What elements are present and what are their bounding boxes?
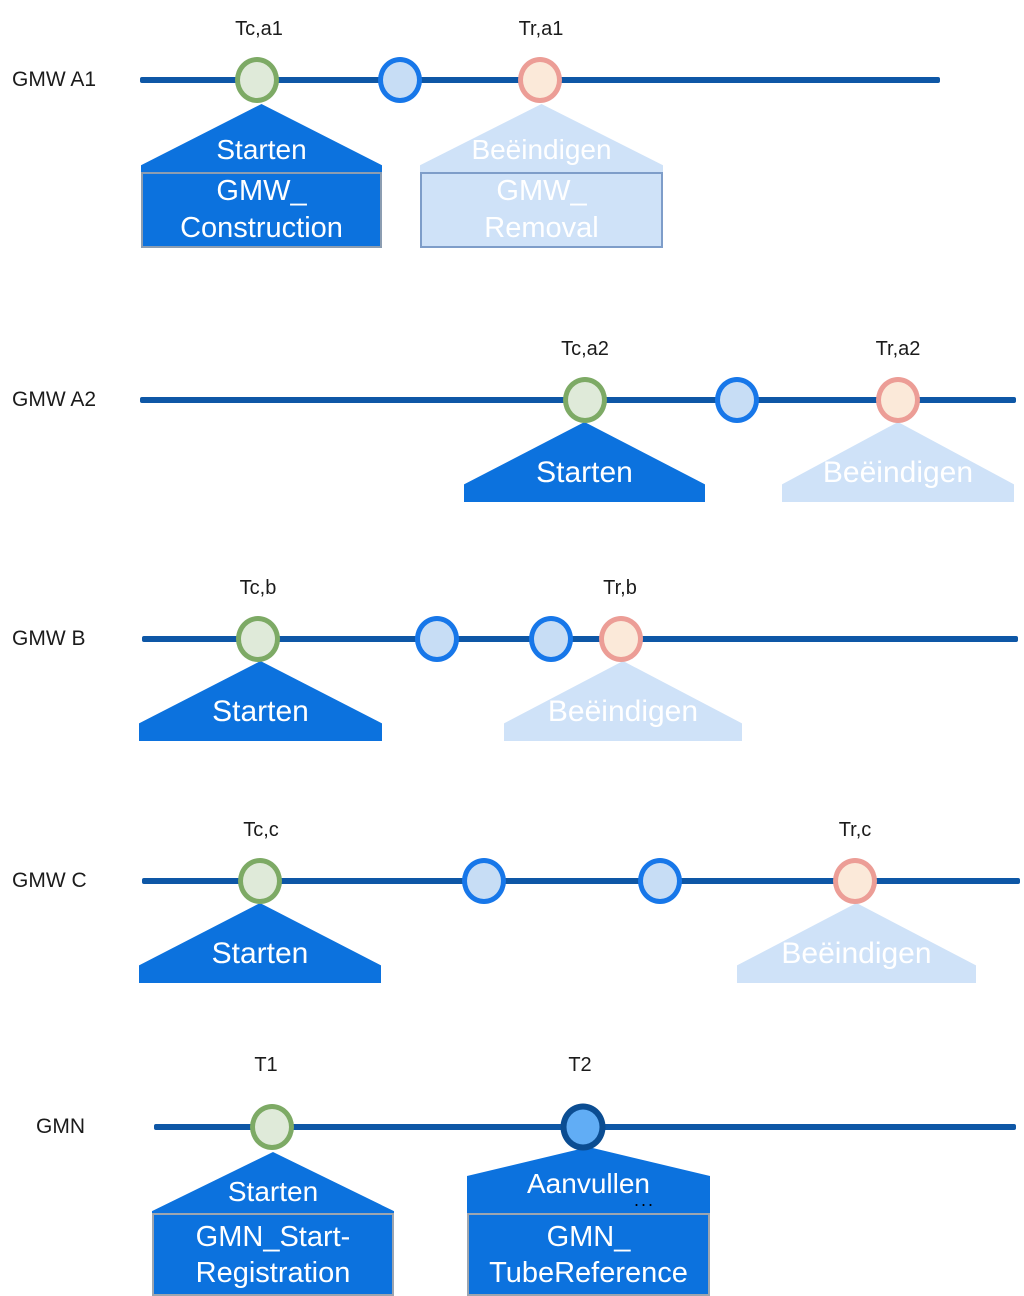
start-event-dot	[236, 616, 280, 662]
callout-box-line1: GMW_	[496, 175, 587, 207]
end-event-dot	[876, 377, 920, 423]
callout-box-line2: Registration	[195, 1256, 351, 1289]
time-label-tr-a2: Tr,a2	[875, 338, 921, 360]
callout-aanvullen-gmn: Aanvullen	[467, 1147, 710, 1213]
intermediate-event-dot	[378, 57, 422, 103]
end-event-dot	[599, 616, 643, 662]
callout-action-label: Beëindigen	[822, 456, 974, 489]
end-event-dot	[833, 858, 877, 904]
row-label-gmn: GMN	[36, 1115, 85, 1138]
callout-beeindigen-gmw-a2: Beëindigen	[782, 422, 1014, 502]
callout-starten-gmw-b: Starten	[139, 661, 382, 741]
time-label-tc-a2: Tc,a2	[561, 338, 609, 360]
intermediate-event-dot	[415, 616, 459, 662]
callout-action-label: Starten	[212, 695, 309, 728]
ellipsis-more-actions: ...	[634, 1190, 656, 1210]
callout-beeindigen-gmw-b: Beëindigen	[504, 661, 742, 741]
callout-box-line2: Removal	[484, 212, 599, 244]
end-event-dot	[518, 57, 562, 103]
time-label-t2: T2	[568, 1054, 592, 1076]
callout-beeindigen-gmw-a1: Beëindigen	[420, 104, 663, 172]
callout-box-gmn-start-registration: GMN_Start- Registration	[152, 1213, 394, 1296]
intermediate-event-dot	[638, 858, 682, 904]
callout-action-label: Beëindigen	[547, 695, 699, 728]
timeline-gmw-b	[142, 636, 1018, 642]
callout-action-label: Beëindigen	[781, 937, 932, 970]
time-label-tr-a1: Tr,a1	[518, 18, 564, 40]
callout-beeindigen-gmw-c: Beëindigen	[737, 903, 976, 983]
callout-box-gmw-removal: GMW_ Removal	[420, 172, 663, 248]
callout-box-gmn-tubereference: GMN_ TubeReference	[467, 1213, 710, 1296]
time-label-tc-a1: Tc,a1	[235, 18, 283, 40]
timeline-gmw-c	[142, 878, 1020, 884]
intermediate-event-dot	[529, 616, 573, 662]
callout-action-label: Starten	[536, 456, 633, 489]
callout-action-label: Starten	[216, 134, 307, 165]
callout-box-line2: TubeReference	[489, 1256, 688, 1289]
callout-action-label: Beëindigen	[471, 134, 612, 165]
callout-starten-gmw-a1: Starten	[141, 104, 382, 172]
callout-starten-gmw-c: Starten	[139, 903, 381, 983]
time-label-t1: T1	[254, 1054, 278, 1076]
tube-reference-event-dot	[560, 1103, 606, 1151]
callout-box-line1: GMW_	[216, 175, 307, 207]
intermediate-event-dot	[715, 377, 759, 423]
time-label-tc-c: Tc,c	[243, 819, 279, 841]
row-label-gmw-c: GMW C	[12, 869, 87, 892]
row-label-gmw-b: GMW B	[12, 627, 86, 650]
time-label-tc-b: Tc,b	[239, 577, 277, 599]
time-label-tr-c: Tr,c	[838, 819, 872, 841]
callout-action-label: Aanvullen	[527, 1168, 650, 1199]
start-event-dot	[238, 858, 282, 904]
callout-box-line1: GMN_Start-	[195, 1220, 351, 1253]
time-label-tr-b: Tr,b	[603, 577, 637, 599]
callout-box-gmw-construction: GMW_ Construction	[141, 172, 382, 248]
callout-starten-gmw-a2: Starten	[464, 422, 705, 502]
intermediate-event-dot	[462, 858, 506, 904]
callout-box-line2: Construction	[180, 212, 343, 244]
start-event-dot	[250, 1104, 294, 1150]
start-event-dot	[563, 377, 607, 423]
start-event-dot	[235, 57, 279, 103]
callout-action-label: Starten	[211, 937, 309, 970]
row-label-gmw-a2: GMW A2	[12, 388, 97, 411]
callout-box-line1: GMN_	[546, 1220, 631, 1253]
row-label-gmw-a1: GMW A1	[12, 68, 97, 91]
callout-starten-gmn: Starten	[152, 1152, 394, 1213]
callout-action-label: Starten	[227, 1176, 319, 1207]
